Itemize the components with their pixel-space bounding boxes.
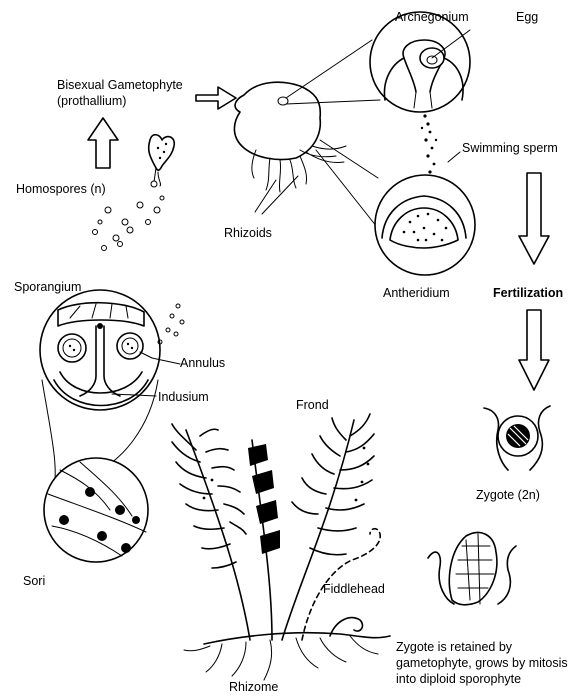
label-fertilization: Fertilization [493, 286, 563, 301]
homospores-dots [93, 196, 165, 251]
young-gametophyte [149, 135, 175, 187]
label-retained-line2: gametophyte, grows by mitosis [396, 656, 568, 671]
label-indusium: Indusium [158, 390, 209, 405]
prothallium [234, 82, 346, 192]
right-arrow [196, 87, 236, 109]
label-gametophyte-line2: (prothallium) [57, 94, 126, 109]
label-sporangium: Sporangium [14, 280, 81, 295]
label-retained-line3: into diploid sporophyte [396, 672, 521, 687]
antheridium-zoom [375, 175, 475, 275]
fertilization-arrow-1 [519, 173, 549, 264]
label-antheridium: Antheridium [383, 286, 450, 301]
young-sporophyte [428, 533, 516, 605]
fern-sporophyte [172, 414, 390, 680]
sorus-zoom [40, 290, 160, 410]
archegonium-zoom [370, 12, 470, 112]
label-retained-line1: Zygote is retained by [396, 640, 512, 655]
label-gametophyte-line1: Bisexual Gametophyte [57, 78, 183, 93]
fertilization-arrow-2 [519, 310, 549, 390]
label-annulus: Annulus [180, 356, 225, 371]
label-rhizoids: Rhizoids [224, 226, 272, 241]
label-homospores: Homospores (n) [16, 182, 106, 197]
label-egg: Egg [516, 10, 538, 25]
label-zygote: Zygote (2n) [476, 488, 540, 503]
zygote-drawing [484, 406, 550, 470]
label-rhizome: Rhizome [229, 680, 278, 695]
label-sori: Sori [23, 574, 45, 589]
released-spores [158, 304, 184, 344]
label-fiddlehead: Fiddlehead [323, 582, 385, 597]
up-arrow [88, 118, 118, 168]
label-archegonium: Archegonium [395, 10, 469, 25]
pinnule-zoom [44, 458, 148, 562]
label-frond: Frond [296, 398, 329, 413]
label-swimming-sperm: Swimming sperm [462, 141, 558, 156]
